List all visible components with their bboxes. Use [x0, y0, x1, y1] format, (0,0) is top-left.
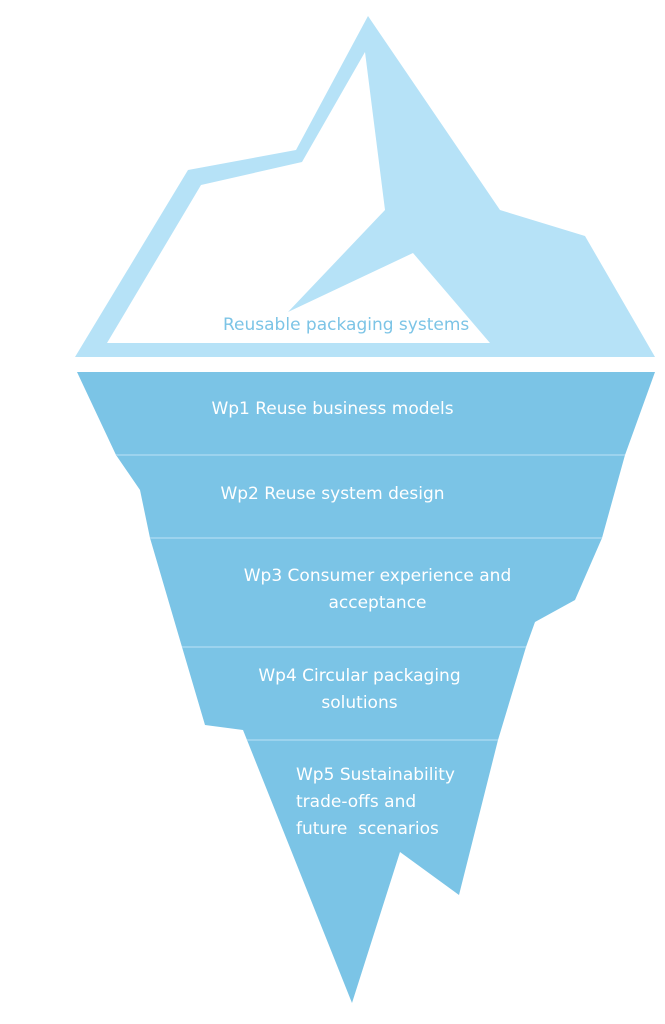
layer-4-label-line2: solutions	[321, 693, 398, 713]
iceberg-underwater	[77, 372, 655, 1003]
layer-5-label-line2: trade-offs and	[296, 792, 417, 812]
tip-label: Reusable packaging systems	[223, 315, 470, 335]
layer-3-label-line1: Wp3 Consumer experience and	[243, 566, 512, 586]
layer-5-label-line1: Wp5 Sustainability	[296, 765, 455, 785]
layer-3-label-line2: acceptance	[328, 593, 427, 613]
layer-4-label-line1: Wp4 Circular packaging	[258, 666, 461, 686]
iceberg-tip-inner	[107, 52, 490, 343]
layer-1-label: Wp1 Reuse business models	[211, 399, 454, 419]
layer-5-label-line3: future scenarios	[296, 819, 439, 839]
layer-2-label: Wp2 Reuse system design	[220, 484, 445, 504]
